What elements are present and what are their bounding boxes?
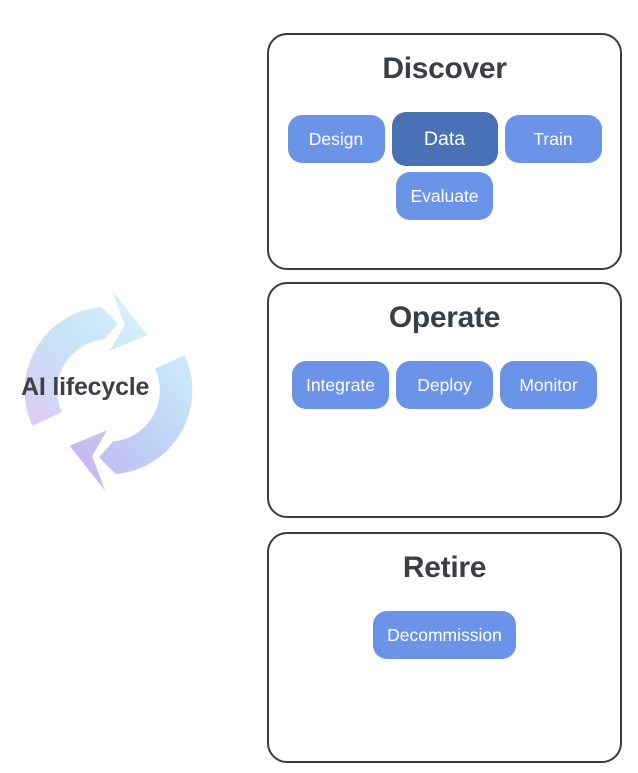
retire-chip-row: Decommission	[373, 611, 516, 659]
discover-chip-row-2: Evaluate	[396, 172, 493, 220]
box-operate: Operate Integrate Deploy Monitor	[267, 282, 622, 518]
chip-data: Data	[391, 112, 498, 166]
chip-design: Design	[287, 115, 385, 163]
chip-integrate: Integrate	[291, 361, 390, 409]
chip-decommission: Decommission	[373, 611, 516, 659]
chip-monitor: Monitor	[500, 361, 598, 409]
operate-chip-row: Integrate Deploy Monitor	[291, 361, 598, 409]
cycle-label: AI lifecycle	[21, 373, 150, 401]
chip-deploy: Deploy	[396, 361, 494, 409]
box-discover: Discover Design Data Train Evaluate	[267, 33, 622, 270]
retire-title: Retire	[402, 551, 487, 584]
discover-chip-row-1: Design Data Train	[287, 112, 602, 166]
cycle-arrows-icon	[24, 290, 193, 491]
chip-train: Train	[504, 115, 602, 163]
box-retire: Retire Decommission	[267, 532, 622, 763]
operate-title: Operate	[388, 301, 501, 334]
discover-title: Discover	[382, 52, 507, 85]
chip-evaluate: Evaluate	[396, 172, 493, 220]
